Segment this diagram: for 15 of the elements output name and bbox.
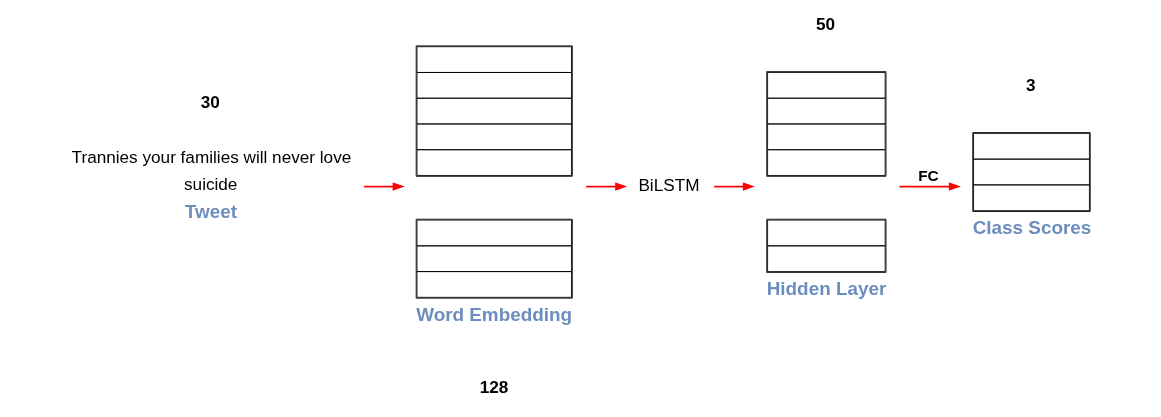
label: 30 — [200, 91, 220, 112]
node-label: Tweet — [184, 201, 237, 223]
node-text: Trannies your families will never love suicide — [71, 146, 352, 195]
edge-label: FC — [918, 166, 939, 184]
arrow — [713, 182, 755, 191]
node-label: Hidden Layer — [766, 278, 887, 300]
arrow — [585, 182, 628, 191]
arrow — [898, 182, 961, 191]
node-label: Class Scores — [972, 217, 1092, 239]
node-label: Word Embedding — [416, 304, 573, 326]
label: 128 — [479, 377, 509, 398]
label: 3 — [1025, 75, 1036, 96]
label: 50 — [816, 14, 836, 35]
node-text: BiLSTM — [638, 174, 700, 195]
arrow — [363, 182, 405, 191]
